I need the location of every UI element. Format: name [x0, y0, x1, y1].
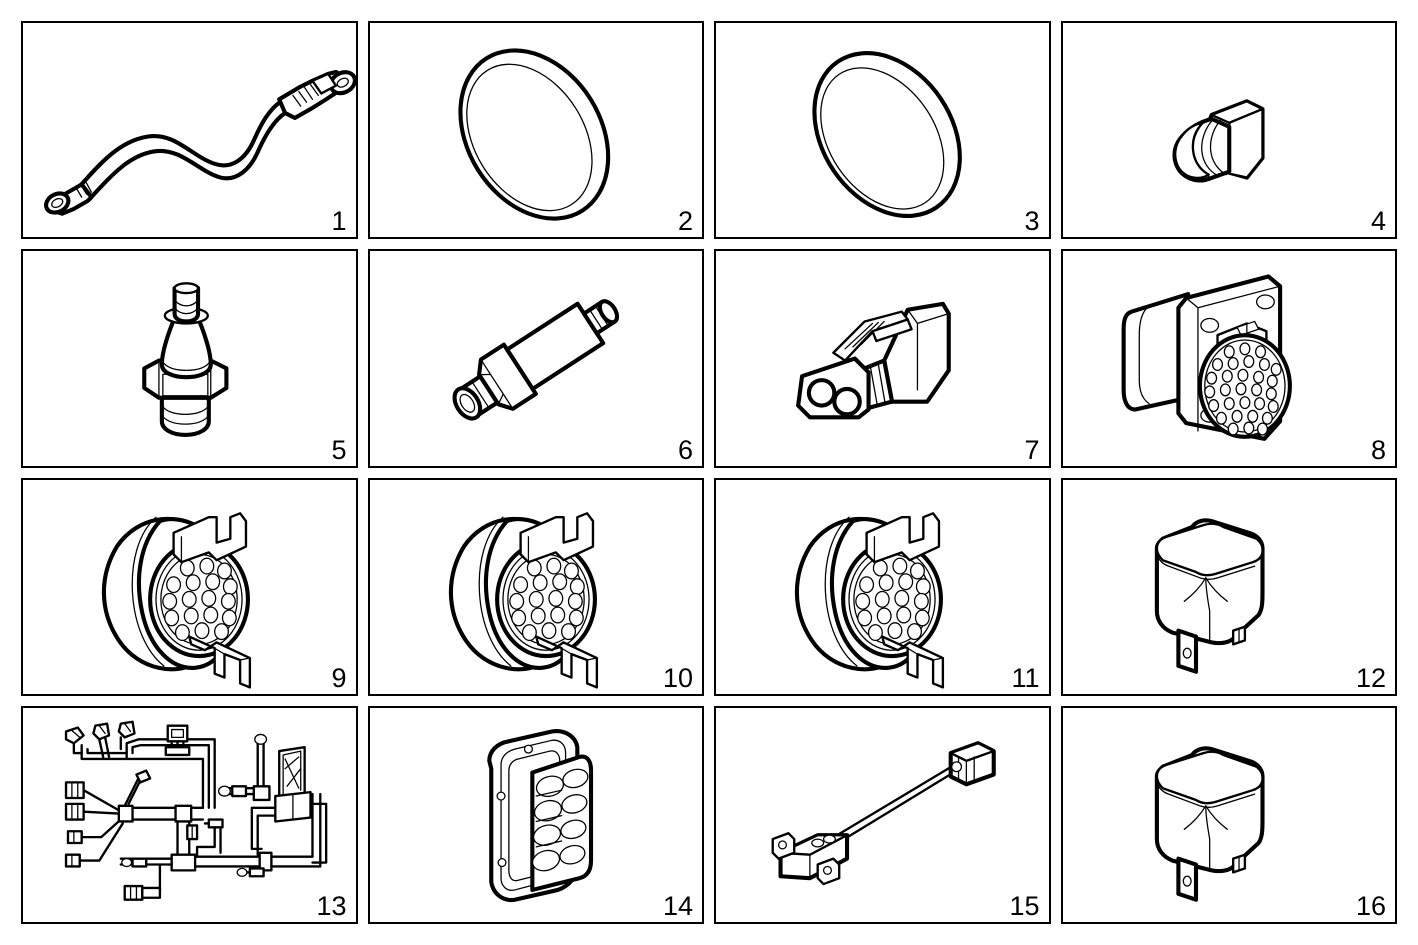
cube-relay-b-illustration: [1154, 746, 1265, 902]
panel-number: 8: [1370, 434, 1386, 465]
circular-multipin-connector-b-illustration: [448, 511, 598, 689]
panel-number: 12: [1355, 662, 1386, 693]
panel-item-12: 12: [1060, 477, 1397, 696]
panel-item-3: 3: [714, 21, 1051, 240]
pressure-sensor-switch-illustration: [452, 299, 619, 421]
sensor-with-lead-and-connector-illustration: [771, 740, 996, 885]
panel-item-1: 1: [21, 21, 358, 240]
pin-array: [1203, 342, 1282, 436]
panel-item-7: 7: [714, 249, 1051, 468]
panel-item-9: 9: [21, 477, 358, 696]
cube-relay-a-illustration: [1154, 517, 1265, 674]
circular-multipin-connector-c-illustration: [794, 511, 945, 689]
o-ring-seal-large-illustration: [457, 48, 610, 221]
panel-item-2: 2: [367, 21, 704, 240]
panel-item-16: 16: [1060, 705, 1397, 924]
panel-item-5: 5: [21, 249, 358, 468]
panel-number: 3: [1024, 206, 1040, 237]
panel-number: 7: [1024, 434, 1040, 465]
pin-array: [508, 557, 585, 641]
panel-item-11: 11: [714, 477, 1051, 696]
panel-item-4: 4: [1060, 21, 1397, 240]
panel-item-8: 8: [1060, 249, 1397, 468]
panel-number: 4: [1370, 206, 1386, 237]
panel-number: 9: [331, 662, 347, 693]
engine-wiring-harness-illustration: [64, 720, 328, 901]
battery-ground-cable-illustration: [44, 69, 356, 216]
panel-item-6: 6: [367, 249, 704, 468]
panel-item-15: 15: [714, 705, 1051, 924]
panel-item-13: 13: [21, 705, 358, 924]
oil-pressure-switch-illustration: [142, 282, 229, 438]
panel-number: 1: [331, 206, 347, 237]
panel-number: 15: [1009, 891, 1040, 921]
panel-item-10: 10: [367, 477, 704, 696]
panel-number: 11: [1011, 662, 1040, 693]
hex-head-threaded-plug-illustration: [1171, 99, 1265, 183]
panel-number: 14: [662, 891, 693, 921]
panel-number: 10: [662, 662, 693, 693]
panel-number: 16: [1355, 891, 1386, 921]
pin-array: [162, 557, 238, 641]
panel-number: 13: [316, 891, 347, 921]
panel-item-14: 14: [367, 705, 704, 924]
panel-number: 5: [331, 434, 347, 465]
two-pin-connector-housing-illustration: [796, 302, 951, 420]
flange-mount-multipin-connector-illustration: [1121, 274, 1292, 442]
panel-number: 2: [677, 206, 693, 237]
cable-hole-array: [531, 768, 588, 872]
panel-number: 6: [677, 434, 693, 465]
circular-multipin-connector-a-illustration: [101, 511, 252, 689]
pin-array: [855, 557, 931, 641]
o-ring-seal-small-illustration: [812, 51, 962, 218]
bulkhead-grommet-connector-illustration: [486, 728, 593, 902]
